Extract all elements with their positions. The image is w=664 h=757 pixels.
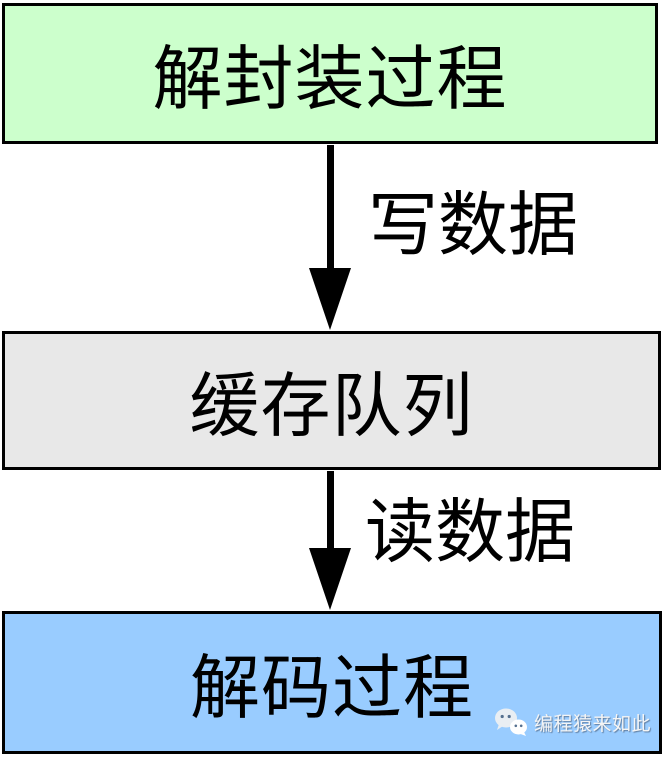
watermark-text: 编程猿来如此: [533, 713, 651, 735]
arrow-line-buffer-to-decode: [327, 471, 334, 550]
node-demux-label: 解封装过程: [152, 40, 508, 118]
arrow-head-icon: [309, 268, 351, 330]
node-buffer-label: 缓存队列: [189, 367, 474, 445]
node-demux-process: 解封装过程: [2, 3, 658, 144]
arrow-head-icon: [309, 548, 351, 610]
arrow-line-demux-to-buffer: [327, 145, 334, 269]
watermark: 编程猿来如此: [494, 705, 651, 739]
node-buffer-queue: 缓存队列: [2, 331, 661, 470]
node-decode-process: 解码过程: [2, 611, 662, 754]
edge-label-write-data: 写数据: [368, 186, 578, 264]
node-decode-label: 解码过程: [190, 649, 474, 727]
wechat-icon: [494, 707, 528, 737]
edge-label-read-data: 读数据: [365, 493, 575, 571]
